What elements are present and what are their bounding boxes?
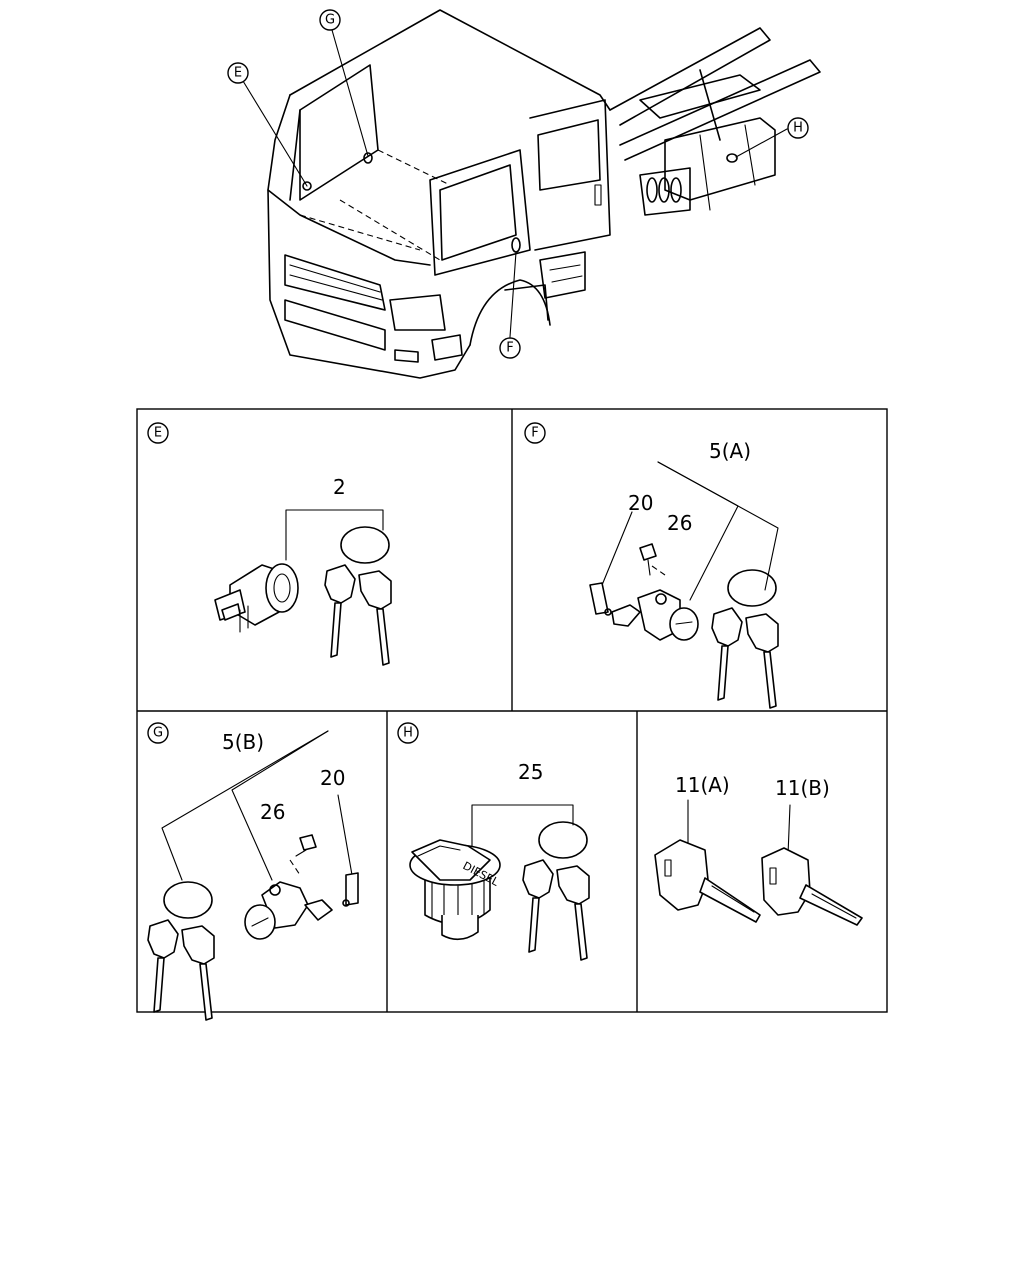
panel-f-tag: F [531,426,538,441]
clip-20-f [589,582,612,616]
key-set-f [711,569,779,709]
part-label-26-g: 26 [260,800,285,824]
clip-20-g [342,872,359,907]
svg-text:F: F [506,341,513,356]
key-set-e [324,526,392,666]
callout-g: G [319,9,341,31]
key-set-g [147,881,215,1021]
callout-e: E [227,62,249,84]
door-lock-cylinder-g [244,881,333,940]
panel-g-tag: G [153,726,163,741]
panel-h: H 25 DIESEL [397,722,590,961]
truck-illustration [242,9,821,379]
callout-f: F [499,337,521,359]
door-lock-cylinder-f [611,589,699,641]
part-label-5a: 5(A) [709,439,751,463]
part-label-20-g: 20 [320,766,345,790]
part-label-11b: 11(B) [775,776,830,800]
panel-f: F 5(A) 20 26 [524,422,779,709]
part-label-11a: 11(A) [675,773,730,797]
ignition-cylinder [214,563,299,633]
svg-text:H: H [793,121,803,136]
part-label-20-f: 20 [628,491,653,515]
panel-grid [136,408,888,1013]
part-label-2: 2 [333,475,346,499]
svg-text:G: G [325,13,335,28]
callout-h: H [787,117,809,139]
panel-e: E 2 [147,422,392,666]
part-label-5b: 5(B) [222,730,264,754]
fuel-cap: DIESEL [409,839,502,941]
panel-g: G 5(B) 20 26 [147,722,359,1021]
key-11b [761,847,863,926]
panel-keys: 11(A) 11(B) [654,773,863,926]
panel-h-tag: H [403,726,413,741]
part-label-26-f: 26 [667,511,692,535]
svg-text:E: E [234,66,242,81]
panel-e-tag: E [154,426,162,441]
part-label-25: 25 [518,760,543,784]
bolt-26-f [639,543,666,576]
bolt-26-g [289,834,317,876]
key-set-h [522,821,590,961]
key-11a [654,839,761,923]
